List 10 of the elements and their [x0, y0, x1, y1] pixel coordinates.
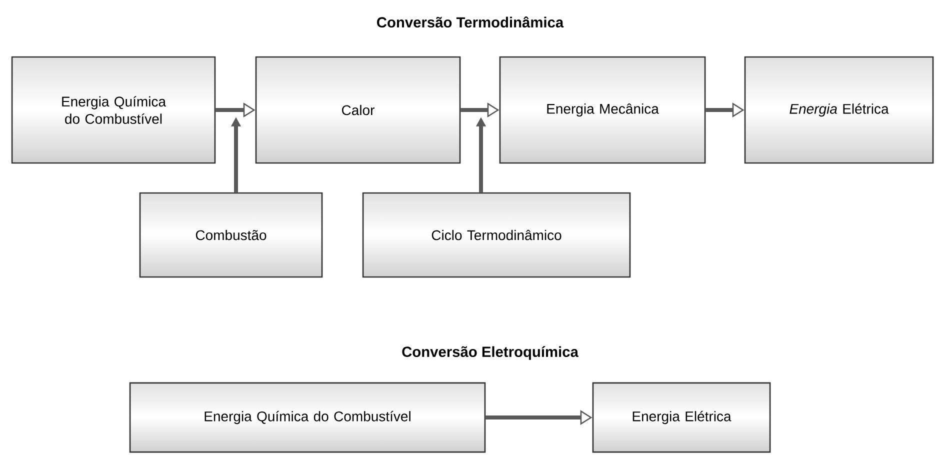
process-box: Energia Elétrica: [744, 56, 934, 164]
title: Conversão Termodinâmica: [377, 16, 564, 28]
process-box: Combustão: [139, 192, 323, 278]
process-box: Energia Elétrica: [592, 382, 771, 453]
process-box: Energia Química do Combustível: [129, 382, 486, 453]
process-box: Energia Química do Combustível: [11, 56, 216, 164]
process-box: Calor: [255, 56, 461, 164]
process-box: Energia Mecânica: [499, 56, 706, 164]
process-box: Ciclo Termodinâmico: [362, 192, 631, 278]
title: Conversão Eletroquímica: [402, 346, 578, 360]
